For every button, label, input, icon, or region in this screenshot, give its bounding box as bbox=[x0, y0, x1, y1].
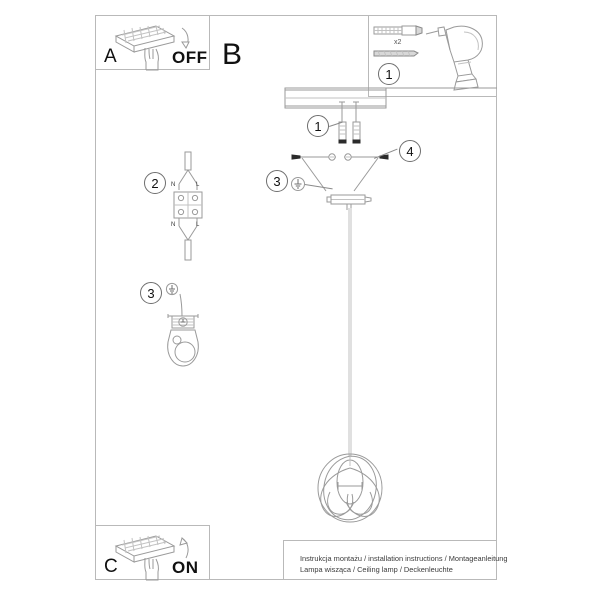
terminal-label-bottom-n: N bbox=[171, 222, 176, 228]
hand-switch-off-icon bbox=[110, 20, 205, 71]
callout-main-3: 3 bbox=[266, 170, 288, 192]
callout-main-1: 1 bbox=[307, 115, 329, 137]
earth-symbol-main bbox=[290, 176, 306, 192]
panel-caption bbox=[283, 540, 497, 580]
panel-c-letter: C bbox=[104, 556, 118, 577]
power-drill-icon bbox=[424, 22, 494, 91]
mounting-bracket bbox=[290, 145, 410, 205]
callout-main-4: 4 bbox=[399, 140, 421, 162]
callout-detail-2: 2 bbox=[144, 172, 166, 194]
terminal-block-main bbox=[325, 190, 375, 212]
caption-line-2: Lampa wisząca / Ceiling lamp / Deckenleu… bbox=[300, 565, 453, 574]
canopy-screws bbox=[337, 100, 363, 148]
terminal-label-top-n: N bbox=[171, 182, 176, 188]
tools-quantity-label: x2 bbox=[394, 39, 402, 46]
ceiling-canopy bbox=[283, 86, 388, 116]
panel-a-letter: A bbox=[104, 46, 117, 67]
panel-c-state-label: ON bbox=[172, 558, 199, 577]
screw-icon bbox=[372, 47, 428, 59]
callout-detail-3: 3 bbox=[140, 282, 162, 304]
suspension-cable bbox=[346, 208, 354, 456]
caption-line-1: Instrukcja montażu / installation instru… bbox=[300, 554, 508, 563]
lamp-shade bbox=[300, 448, 400, 532]
callout-tools-step: 1 bbox=[378, 63, 400, 85]
panel-a-state-label: OFF bbox=[172, 48, 208, 67]
detail-2-terminal-connector bbox=[166, 151, 210, 262]
sheet-frame bbox=[95, 15, 497, 580]
terminal-label-top-l: L bbox=[196, 182, 200, 188]
panel-tools bbox=[368, 15, 497, 97]
terminal-label-bottom-l: L bbox=[196, 222, 200, 228]
ceiling-line bbox=[380, 86, 498, 92]
wall-plug-icon bbox=[372, 22, 428, 38]
detail-3-lamp-holder bbox=[160, 292, 220, 370]
earth-symbol-detail bbox=[165, 282, 179, 296]
hand-switch-on-icon bbox=[110, 530, 205, 581]
panel-b-letter: B bbox=[222, 38, 243, 71]
panel-c-switch-on bbox=[95, 525, 210, 580]
